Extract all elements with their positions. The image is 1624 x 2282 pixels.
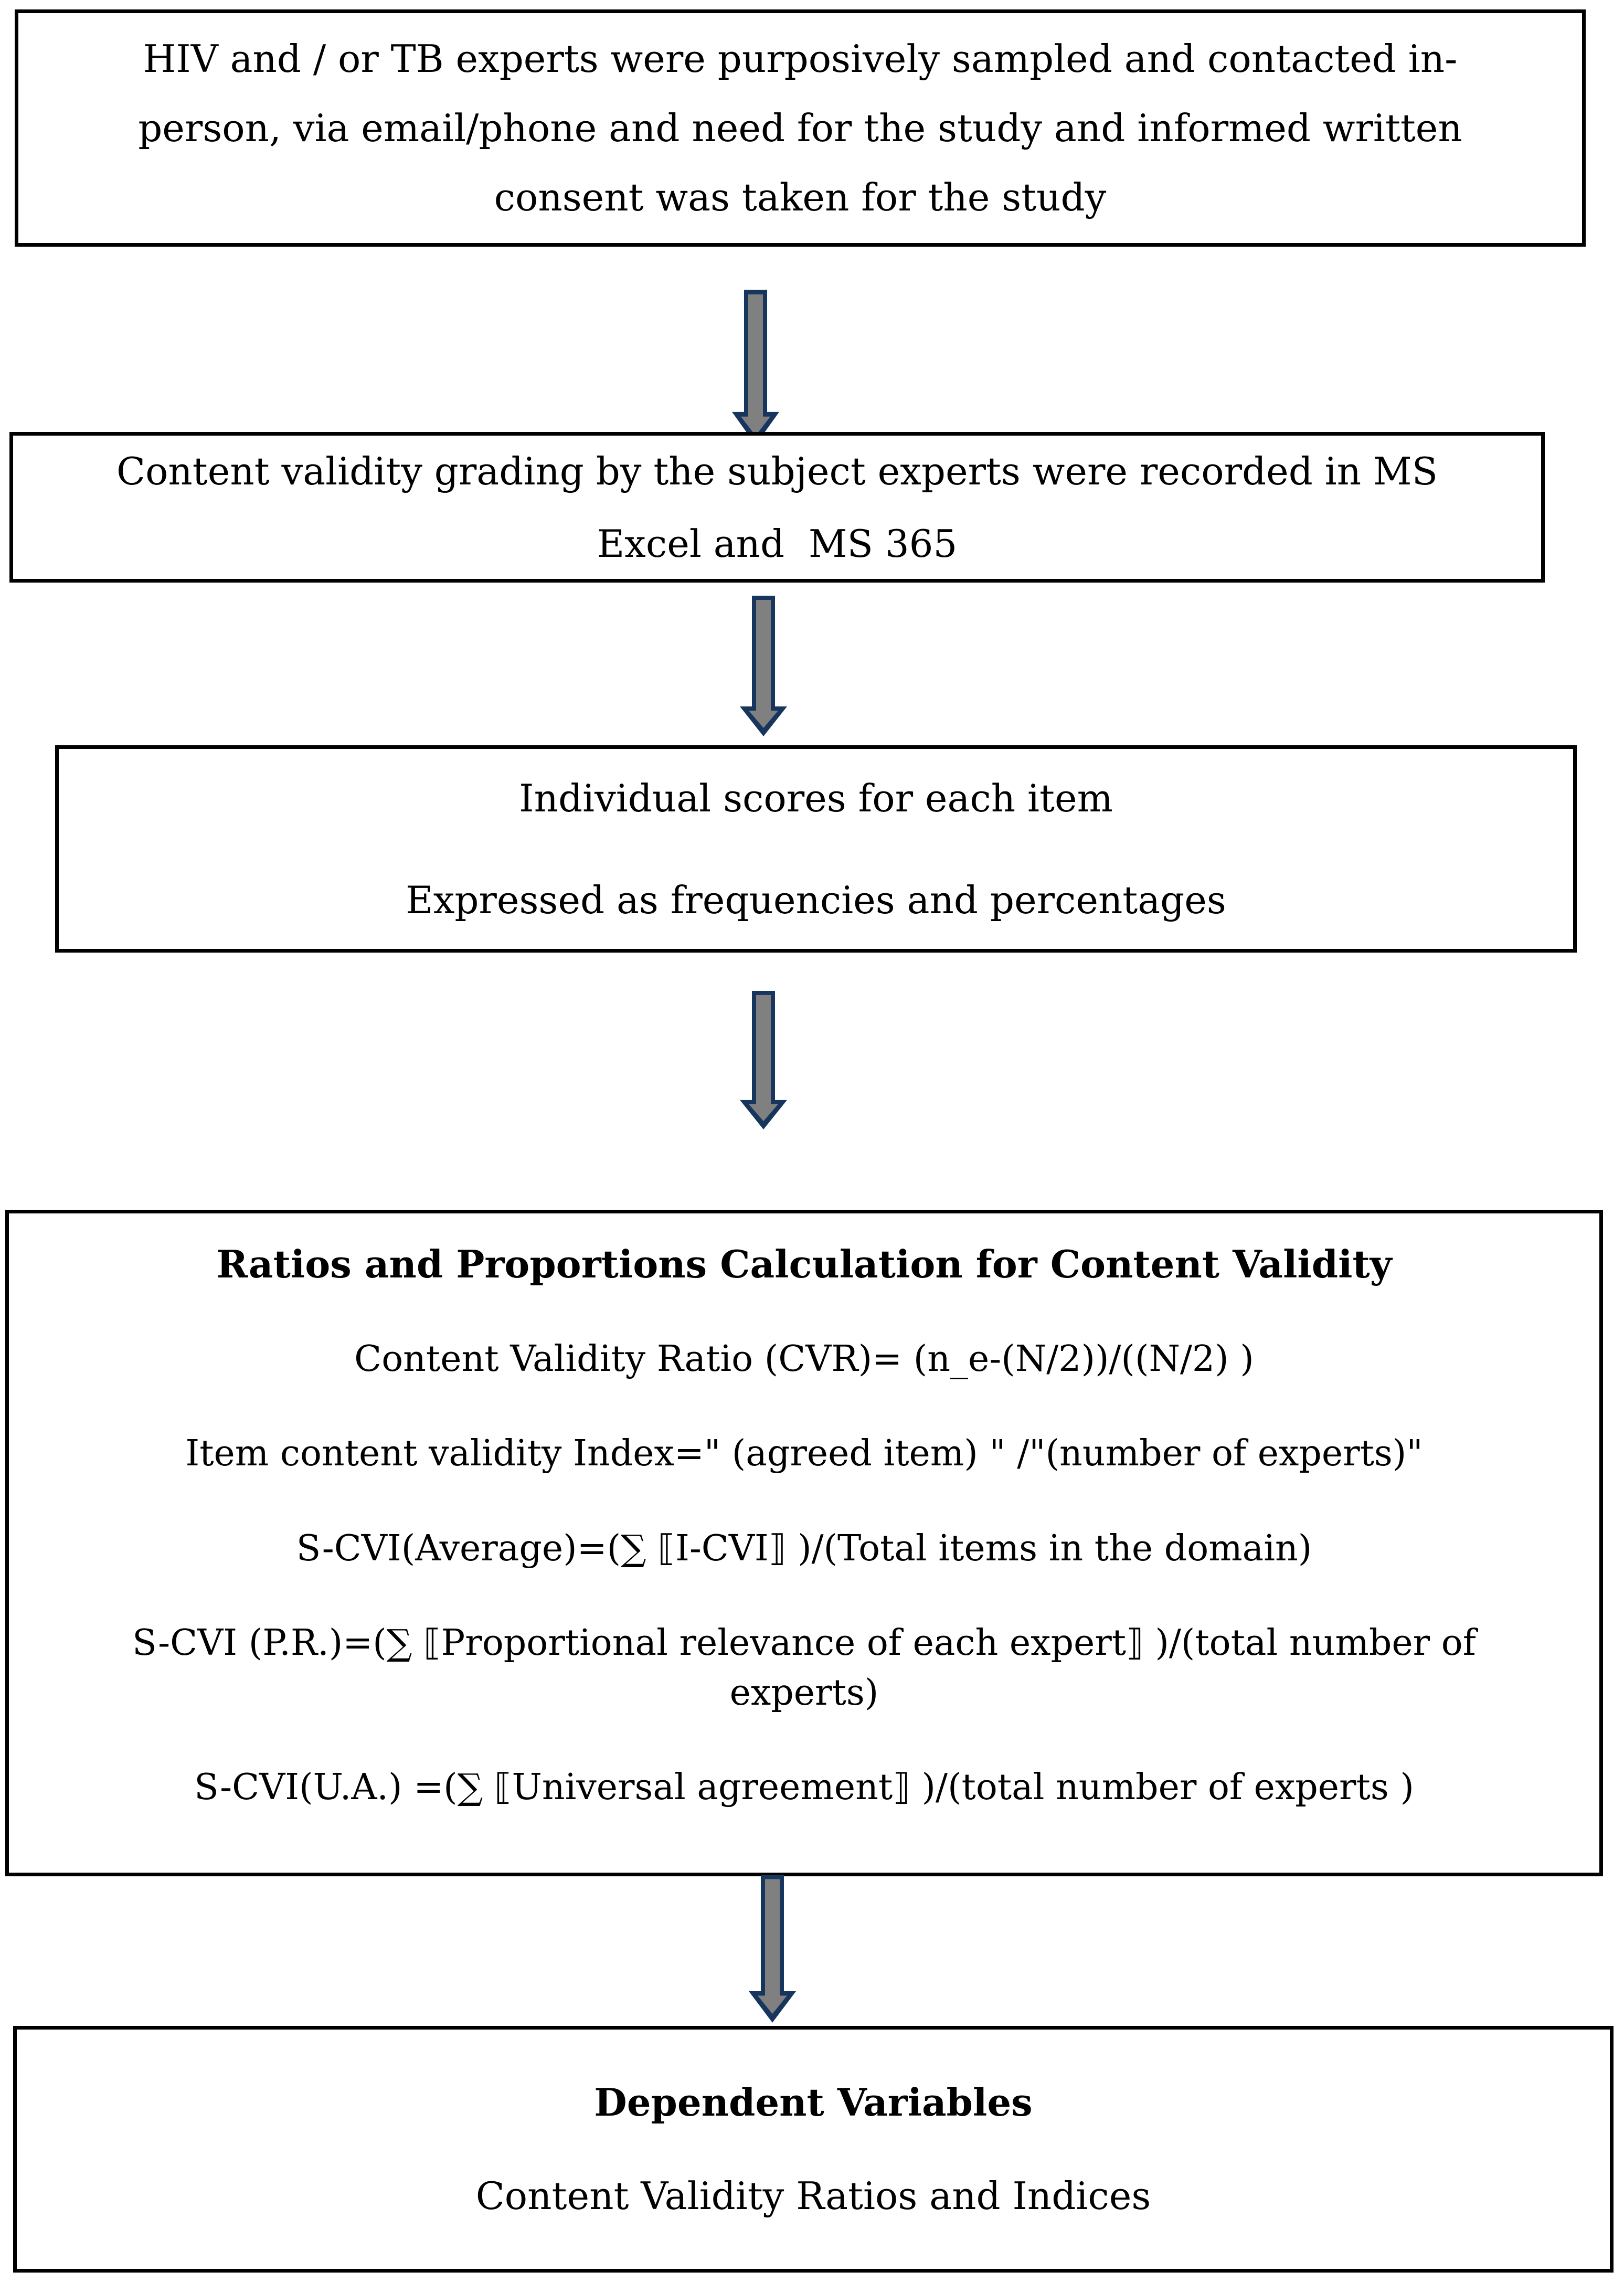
formula-line: S-CVI(Average)=(∑ ⟦I-CVI⟧ )/(Total items…	[296, 1527, 1312, 1569]
flow-box-expert-sampling: HIV and / or TB experts were purposively…	[15, 9, 1586, 247]
down-arrow-icon	[732, 290, 779, 445]
text-line: consent was taken for the study	[494, 175, 1107, 219]
box-title: Ratios and Proportions Calculation for C…	[216, 1242, 1392, 1286]
down-arrow-icon	[749, 1875, 796, 2023]
formula-line: S-CVI (P.R.)=(∑ ⟦Proportional relevance …	[132, 1622, 1476, 1664]
formula-icvi: Item content validity Index=" (agreed it…	[185, 1431, 1423, 1477]
formula-line: Content Validity Ratio (CVR)= (n_e-(N/2)…	[354, 1338, 1254, 1380]
formula-line: Item content validity Index=" (agreed it…	[185, 1433, 1423, 1475]
down-arrow-icon	[740, 991, 787, 1130]
down-arrow-icon	[740, 596, 787, 736]
formula-line: experts)	[729, 1672, 879, 1714]
formula-scvi-ua: S-CVI(U.A.) =(∑ ⟦Universal agreement⟧ )/…	[194, 1765, 1414, 1811]
text-line: person, via email/phone and need for the…	[138, 106, 1462, 150]
box-title: Dependent Variables	[594, 2080, 1033, 2125]
text-line: Content validity grading by the subject …	[116, 449, 1438, 493]
flow-box-individual-scores: Individual scores for each item Expresse…	[55, 745, 1577, 953]
text-line: Excel and MS 365	[597, 521, 958, 566]
formula-scvi-pr: S-CVI (P.R.)=(∑ ⟦Proportional relevance …	[132, 1620, 1476, 1716]
formula-scvi-average: S-CVI(Average)=(∑ ⟦I-CVI⟧ )/(Total items…	[296, 1526, 1312, 1572]
text-line: Expressed as frequencies and percentages	[406, 878, 1226, 922]
flow-box-grading-recorded: Content validity grading by the subject …	[9, 432, 1545, 583]
flow-box-dependent-variables: Dependent Variables Content Validity Rat…	[13, 2026, 1614, 2273]
flow-box-ratios-calculation: Ratios and Proportions Calculation for C…	[5, 1210, 1603, 1876]
formula-cvr: Content Validity Ratio (CVR)= (n_e-(N/2)…	[354, 1336, 1254, 1382]
formula-line: S-CVI(U.A.) =(∑ ⟦Universal agreement⟧ )/…	[194, 1766, 1414, 1808]
text-line: Individual scores for each item	[519, 776, 1113, 820]
text-line: Content Validity Ratios and Indices	[475, 2174, 1151, 2218]
text-line: HIV and / or TB experts were purposively…	[143, 37, 1458, 81]
